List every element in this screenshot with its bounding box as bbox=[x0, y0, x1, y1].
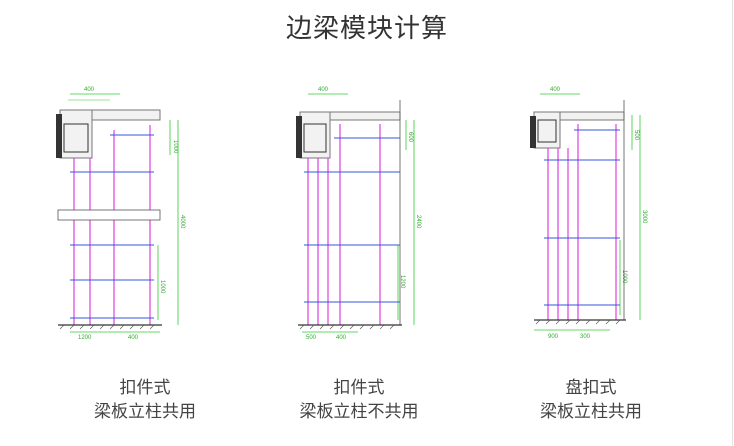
caption-3-line-2: 梁板立柱共用 bbox=[540, 402, 642, 422]
caption-1-line-1: 扣件式 bbox=[119, 378, 171, 398]
page-title: 边梁模块计算 bbox=[285, 14, 448, 44]
diagram-panel-3: 400 500 3000 1000 900 300 bbox=[520, 80, 710, 350]
scaffold-diagram-3: 400 500 3000 1000 900 300 bbox=[530, 87, 647, 340]
dim-bottom-b-1: 400 bbox=[128, 335, 139, 341]
caption-3: 盘扣式 梁板立柱共用 bbox=[496, 376, 686, 424]
dim-right-b-3: 3000 bbox=[641, 210, 647, 224]
dim-top-2: 400 bbox=[318, 87, 329, 93]
scaffold-diagram-2: 400 600 2400 1200 500 400 bbox=[296, 87, 421, 341]
caption-2-line-2: 梁板立柱不共用 bbox=[299, 402, 419, 422]
dim-right-a-2: 600 bbox=[407, 132, 413, 143]
dim-right-a-3: 500 bbox=[633, 130, 639, 141]
scaffold-diagram-1: 400 1000 4000 1000 1200 400 bbox=[56, 87, 185, 341]
dim-bottom-a-2: 500 bbox=[306, 335, 317, 341]
caption-1-line-2: 梁板立柱共用 bbox=[94, 402, 196, 422]
dim-top-3: 400 bbox=[550, 87, 561, 93]
dim-bottom-a-1: 1200 bbox=[78, 335, 92, 341]
diagram-panel-1: 400 1000 4000 1000 1200 400 bbox=[50, 80, 240, 350]
dim-right-c-1: 1000 bbox=[159, 280, 165, 294]
caption-2-line-1: 扣件式 bbox=[333, 378, 385, 398]
dim-right-b-2: 2400 bbox=[415, 215, 421, 229]
dim-bottom-a-3: 900 bbox=[548, 334, 559, 340]
diagram-panel-2: 400 600 2400 1200 500 400 bbox=[288, 80, 478, 350]
dim-right-b-1: 4000 bbox=[179, 215, 185, 229]
caption-3-line-1: 盘扣式 bbox=[565, 378, 617, 398]
dim-right-c-2: 1200 bbox=[399, 275, 405, 289]
caption-2: 扣件式 梁板立柱不共用 bbox=[264, 376, 454, 424]
dim-bottom-b-2: 400 bbox=[336, 335, 347, 341]
right-divider bbox=[732, 0, 733, 446]
dim-right-a-1: 1000 bbox=[172, 140, 178, 154]
dim-bottom-b-3: 300 bbox=[580, 334, 591, 340]
dim-top-1: 400 bbox=[84, 87, 95, 93]
caption-1: 扣件式 梁板立柱共用 bbox=[50, 376, 240, 424]
